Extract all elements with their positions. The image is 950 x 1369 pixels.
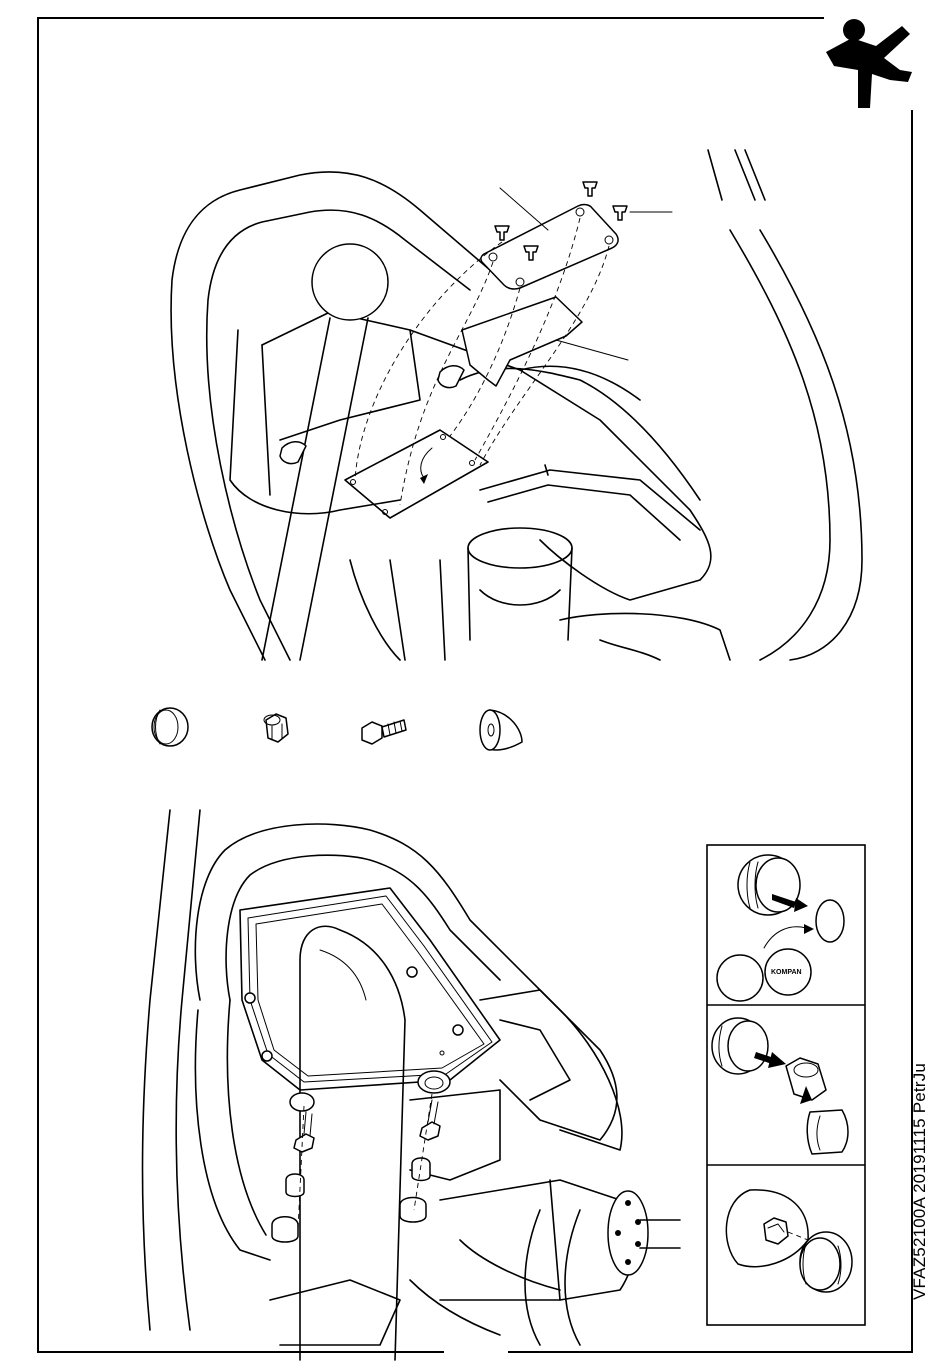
bottom-assembly-drawing: [143, 810, 681, 1360]
hex-bolt-icon: [362, 720, 406, 744]
parts-row: [152, 708, 522, 750]
document-code: VFAZ52100A 20191115 PetrJu: [905, 900, 935, 1300]
sleeve-nut-icon: [264, 714, 288, 742]
end-cap-icon: [152, 708, 188, 746]
inset-logo-text: KOMPAN: [771, 969, 802, 976]
top-assembly-drawing: [171, 150, 862, 660]
inset-steps-panel: KOMPAN: [707, 845, 865, 1325]
jumping-figure-logo: [826, 19, 912, 108]
rubber-foot-icon: [480, 710, 522, 750]
